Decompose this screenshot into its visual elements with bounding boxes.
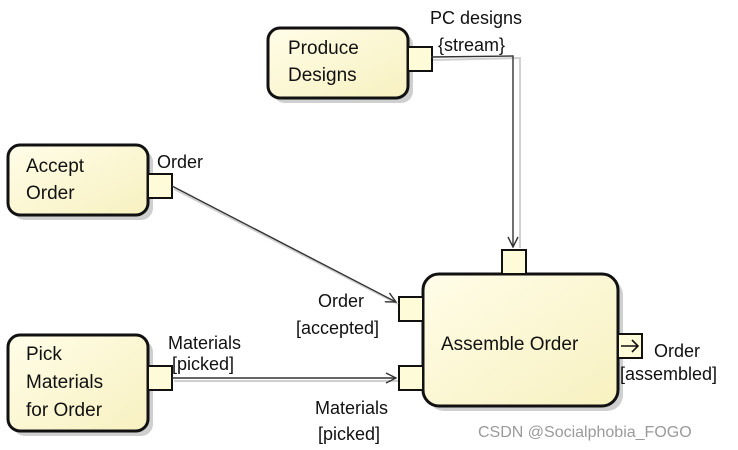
action-label: Designs <box>288 65 357 86</box>
pin-label-pc-designs-stream: {stream} <box>438 35 505 55</box>
pin-label-pc-designs: PC designs <box>430 8 522 28</box>
watermark: CSDN @Socialphobia_FOGO <box>478 424 692 441</box>
pin-label-order-in-accepted: [accepted] <box>296 318 379 338</box>
action-label: Pick <box>26 344 62 365</box>
pin-label-order-assembled-state: [assembled] <box>620 364 717 384</box>
action-assemble-order: Assemble Order <box>421 272 623 411</box>
output-pin-order-assembled <box>617 333 643 359</box>
pin-label-order-assembled: Order <box>654 341 700 361</box>
action-label: Order <box>26 183 75 204</box>
input-pin-pc-designs <box>501 249 527 275</box>
action-label: Materials <box>26 372 103 393</box>
pin-label-materials-out-picked: [picked] <box>172 354 234 374</box>
pin-label-order-in: Order <box>318 291 364 311</box>
action-pick-materials: Pick Materials for Order <box>6 333 153 436</box>
output-pin-materials <box>147 365 173 391</box>
action-accept-order: Accept Order <box>6 143 153 220</box>
action-label: Accept <box>26 156 85 177</box>
action-label: Produce <box>288 38 359 59</box>
output-pin-order <box>147 173 173 199</box>
output-pin-pc-designs <box>407 46 433 72</box>
pin-label-materials-out: Materials <box>168 333 241 353</box>
pin-label-materials-in: Materials <box>315 398 388 418</box>
action-label: Assemble Order <box>441 334 579 355</box>
object-flow-order <box>171 185 399 305</box>
action-label: for Order <box>26 400 103 421</box>
object-flow-pc-designs <box>430 55 521 248</box>
input-pin-order <box>398 296 424 322</box>
pin-label-order-out: Order <box>157 152 203 172</box>
pin-label-materials-in-picked: [picked] <box>318 424 380 444</box>
arrow-right-icon <box>621 339 640 353</box>
object-flow-materials <box>172 378 398 381</box>
action-produce-designs: Produce Designs <box>266 26 413 103</box>
input-pin-materials <box>398 365 424 391</box>
